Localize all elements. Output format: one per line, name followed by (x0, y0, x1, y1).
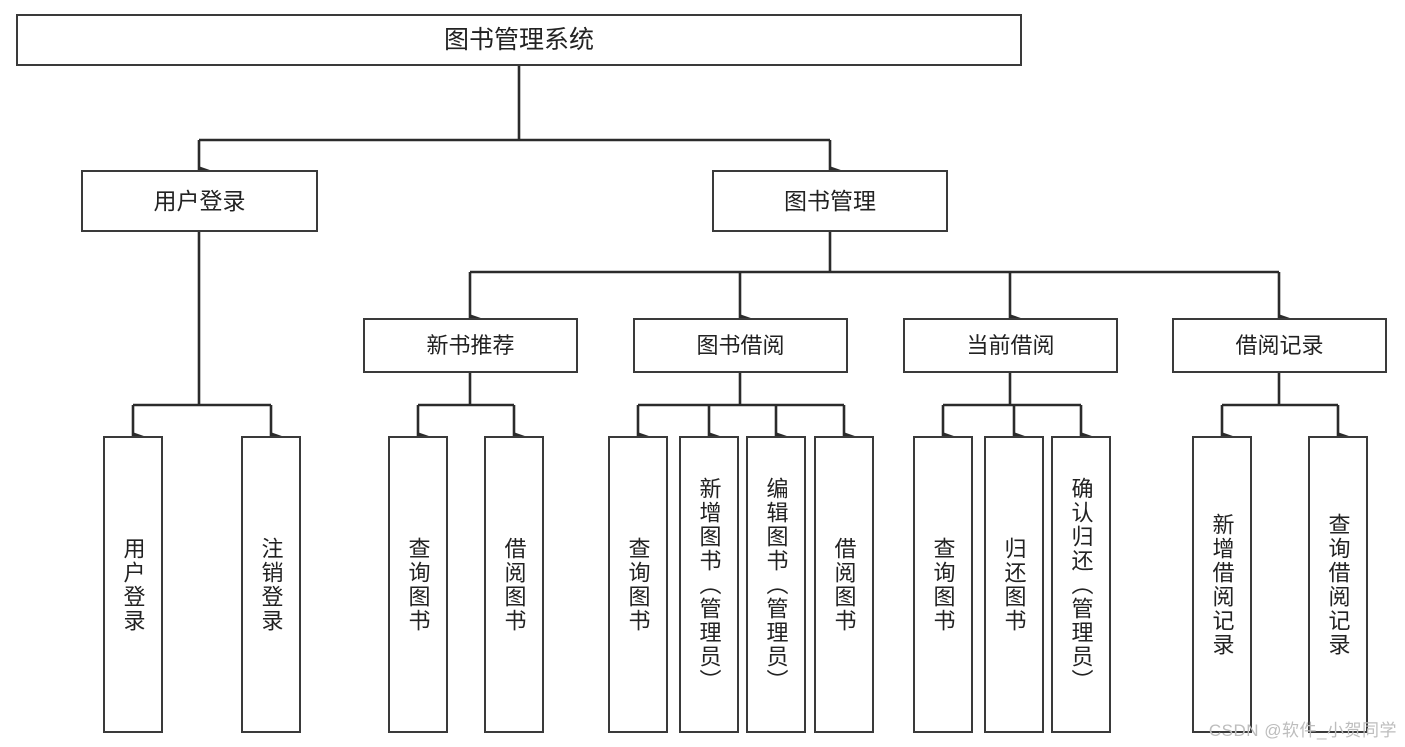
node-book-borrow-label: 图书借阅 (696, 332, 785, 358)
node-query-book-rec: 查询图书 (388, 436, 448, 733)
node-return-book-label: 归还图书 (1001, 536, 1027, 633)
node-query-book-current: 查询图书 (913, 436, 973, 733)
node-user-logout-label: 注销登录 (258, 536, 284, 633)
node-confirm-return-admin: 确认归还（管理员） (1051, 436, 1111, 733)
node-add-borrow-record-label: 新增借阅记录 (1209, 512, 1235, 657)
node-user-login-label: 用户登录 (153, 187, 246, 214)
node-add-book-admin-label: 新增图书（管理员） (696, 476, 722, 693)
node-book-borrow: 图书借阅 (633, 318, 848, 373)
node-query-book-borrow: 查询图书 (608, 436, 668, 733)
node-query-book-current-label: 查询图书 (930, 536, 956, 633)
node-root-system-label: 图书管理系统 (443, 25, 594, 54)
node-book-manage: 图书管理 (712, 170, 948, 232)
node-current-borrow-label: 当前借阅 (966, 332, 1055, 358)
node-root-system: 图书管理系统 (16, 14, 1022, 66)
node-confirm-return-admin-label: 确认归还（管理员） (1068, 476, 1094, 693)
node-borrow-book: 借阅图书 (814, 436, 874, 733)
node-user-logout: 注销登录 (241, 436, 301, 733)
node-return-book: 归还图书 (984, 436, 1044, 733)
node-user-login-do: 用户登录 (103, 436, 163, 733)
node-book-manage-label: 图书管理 (784, 187, 876, 214)
node-borrow-book-label: 借阅图书 (831, 536, 857, 633)
node-edit-book-admin: 编辑图书（管理员） (746, 436, 806, 733)
node-borrow-record-label: 借阅记录 (1235, 332, 1324, 358)
node-add-book-admin: 新增图书（管理员） (679, 436, 739, 733)
node-user-login-do-label: 用户登录 (120, 536, 146, 633)
node-query-book-rec-label: 查询图书 (405, 536, 431, 633)
node-borrow-record: 借阅记录 (1172, 318, 1387, 373)
node-query-book-borrow-label: 查询图书 (625, 536, 651, 633)
node-query-borrow-record-label: 查询借阅记录 (1325, 512, 1351, 657)
node-user-login: 用户登录 (81, 170, 318, 232)
node-borrow-book-rec: 借阅图书 (484, 436, 544, 733)
node-new-book-rec: 新书推荐 (363, 318, 578, 373)
node-borrow-book-rec-label: 借阅图书 (501, 536, 527, 633)
node-query-borrow-record: 查询借阅记录 (1308, 436, 1368, 733)
node-edit-book-admin-label: 编辑图书（管理员） (763, 476, 789, 693)
node-current-borrow: 当前借阅 (903, 318, 1118, 373)
node-add-borrow-record: 新增借阅记录 (1192, 436, 1252, 733)
node-new-book-rec-label: 新书推荐 (426, 332, 515, 358)
watermark-text: CSDN @软件_小贺同学 (1208, 721, 1397, 740)
